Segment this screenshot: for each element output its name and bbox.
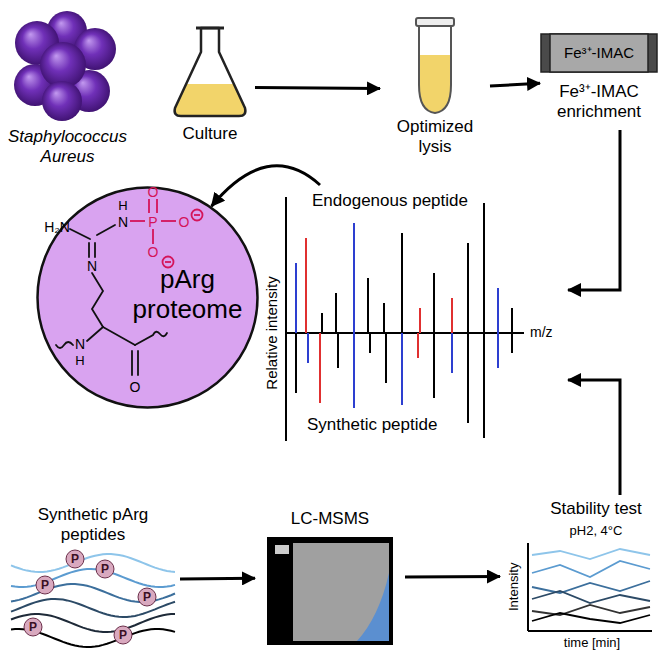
- flow-arrow: [568, 380, 620, 495]
- phospho-badge: P: [24, 618, 43, 637]
- node-label: Stability test: [536, 499, 656, 519]
- node-label: LC-MSMS: [255, 509, 405, 529]
- flow-arrow: [490, 83, 540, 86]
- atom-label: N: [87, 259, 97, 273]
- phospho-badge: P: [114, 626, 133, 645]
- spectrum-peak: [433, 273, 435, 333]
- phospho-badge: P: [96, 560, 115, 579]
- spectrum-peak: [511, 333, 513, 353]
- atom-label: O: [130, 380, 141, 394]
- spectrum-peak: [353, 223, 355, 333]
- spectrum-peak: [419, 308, 421, 333]
- lysis-node: Optimized lysis: [380, 15, 490, 163]
- spectrum-peak: [335, 293, 337, 333]
- bacteria-illustration: [5, 5, 130, 125]
- spectrum-peak: [295, 333, 297, 393]
- spectrum-peak: [295, 263, 297, 333]
- stability-chart: [500, 495, 658, 657]
- spectrum-peak: [483, 203, 485, 333]
- spectrum-peak: [511, 308, 513, 333]
- spectrum-peak: [467, 243, 469, 333]
- flask-illustration: [165, 22, 255, 122]
- phospho-badge: P: [66, 550, 85, 569]
- spectrum-peak: [321, 313, 323, 333]
- phospho-badge: P: [36, 576, 55, 595]
- node-label: Culture: [165, 124, 255, 144]
- spectrum-peak: [497, 288, 499, 333]
- spectrum-peak: [401, 233, 403, 333]
- peptides-node: Synthetic pArg peptidesPPPPPP: [5, 505, 180, 655]
- culture-node: Culture: [165, 22, 255, 152]
- spectrum-peak: [307, 333, 309, 363]
- stability-node: Stability test pH2, 4°C Intensity time [min…: [500, 495, 658, 657]
- spectrum-peak: [483, 333, 485, 438]
- node-label: Optimized lysis: [380, 117, 490, 158]
- atom-label: N: [118, 215, 128, 229]
- flow-arrow: [212, 166, 321, 206]
- atom-label: P: [148, 215, 157, 229]
- node-label: Relative intensity: [263, 276, 281, 389]
- organism-node: Staphylococcus Aureus: [5, 5, 130, 177]
- flow-arrow: [568, 130, 620, 290]
- flow-arrow: [405, 575, 500, 579]
- node-label: m/z: [530, 324, 566, 341]
- spectrum-peak: [417, 333, 419, 358]
- node-label: Intensity: [506, 563, 522, 611]
- spectrum-peak: [337, 333, 339, 368]
- spectrum-peak: [433, 333, 435, 398]
- spectrum-peak: [305, 238, 307, 333]
- mirror-spectrum: [262, 185, 568, 447]
- lcms-node: LC-MSMS: [255, 505, 405, 650]
- atom-label: O: [148, 245, 159, 259]
- atom-label: O: [179, 215, 190, 229]
- spectrum-peak: [383, 303, 385, 333]
- spectrum-peak: [467, 333, 469, 423]
- atom-label: O: [148, 185, 159, 199]
- node-label: pArg proteome: [120, 265, 255, 325]
- atom-label: H₂N: [44, 220, 70, 234]
- atom-label: H: [75, 354, 84, 367]
- proteome-node: pArg proteomeH₂NHNNPOOONHO: [35, 185, 260, 410]
- atom-label: H: [118, 199, 127, 212]
- node-label: time [min]: [530, 635, 654, 651]
- spectrum-peak: [367, 278, 369, 333]
- node-label: pH2, 4°C: [536, 523, 656, 539]
- node-label: Synthetic peptide: [307, 415, 497, 435]
- flow-arrow: [180, 577, 255, 581]
- spectrum-peak: [319, 333, 321, 403]
- spectrum-peak: [451, 298, 453, 333]
- imac-node: Fe³⁺-IMAC Fe³⁺-IMAC enrichment: [540, 30, 658, 130]
- spectrum-peak: [497, 333, 499, 368]
- spectrum-peak: [401, 333, 403, 405]
- flow-arrow: [255, 87, 380, 88]
- node-label: Endogenous peptide: [312, 191, 502, 211]
- spectrum-peak: [369, 333, 371, 353]
- spectrum-peak: [353, 333, 355, 408]
- node-label: Synthetic pArg peptides: [13, 505, 173, 546]
- spectrum-peak: [385, 333, 387, 383]
- phospho-badge: P: [138, 588, 157, 607]
- node-label: Fe³⁺-IMAC: [550, 44, 648, 62]
- spectrum-peak: [451, 333, 453, 373]
- tube-illustration: [380, 15, 490, 115]
- spectrum-node: Endogenous peptideSynthetic peptide Relat…: [262, 185, 568, 447]
- node-label: Fe³⁺-IMAC enrichment: [540, 82, 658, 123]
- node-label: Staphylococcus Aureus: [5, 127, 130, 168]
- atom-label: N: [75, 337, 85, 351]
